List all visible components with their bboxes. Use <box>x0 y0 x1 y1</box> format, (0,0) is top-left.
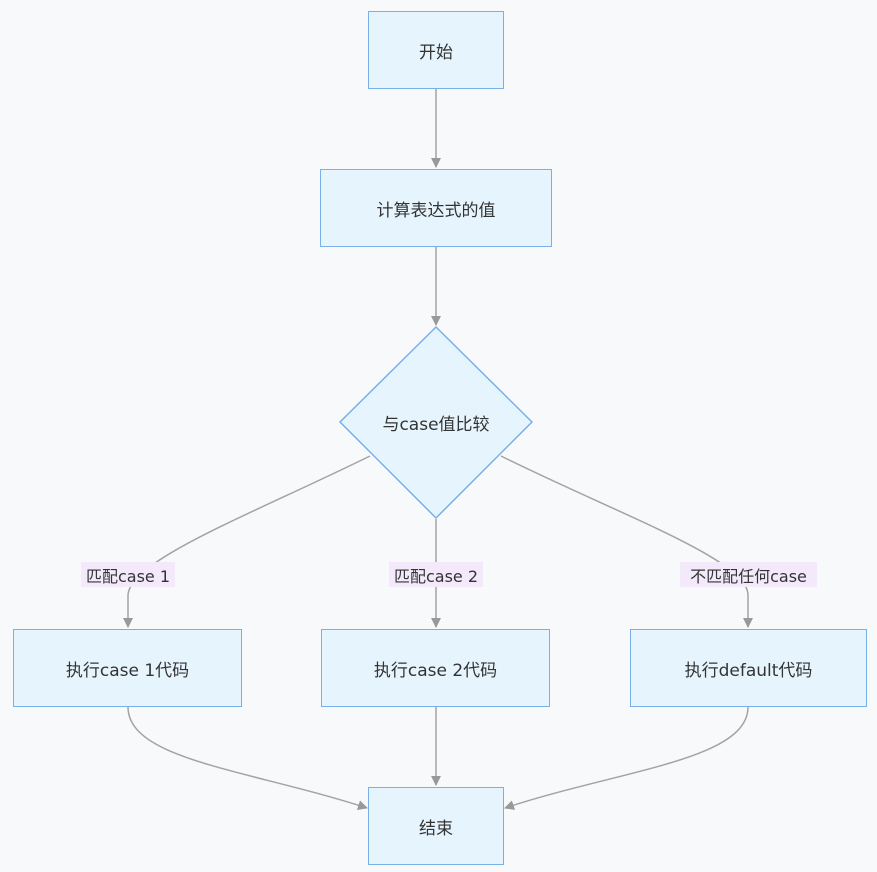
edge-compare-default <box>500 455 753 628</box>
edge-label-no-match: 不匹配任何case <box>680 562 817 587</box>
exec-case2-node: 执行case 2代码 <box>321 629 550 707</box>
edge-exec1-end <box>127 706 368 810</box>
decision-diamond <box>338 325 534 520</box>
edge-label-match1: 匹配case 1 <box>81 562 175 587</box>
compute-node: 计算表达式的值 <box>320 169 552 247</box>
compare-node-label: 与case值比较 <box>382 414 490 435</box>
exec-default-node: 执行default代码 <box>630 629 867 707</box>
end-node: 结束 <box>368 787 504 865</box>
exec-case1-node: 执行case 1代码 <box>13 629 242 707</box>
edge-compare-exec1 <box>123 455 371 628</box>
start-node: 开始 <box>368 11 504 89</box>
edge-label-match2: 匹配case 2 <box>389 562 483 587</box>
edge-default-end <box>504 706 749 810</box>
